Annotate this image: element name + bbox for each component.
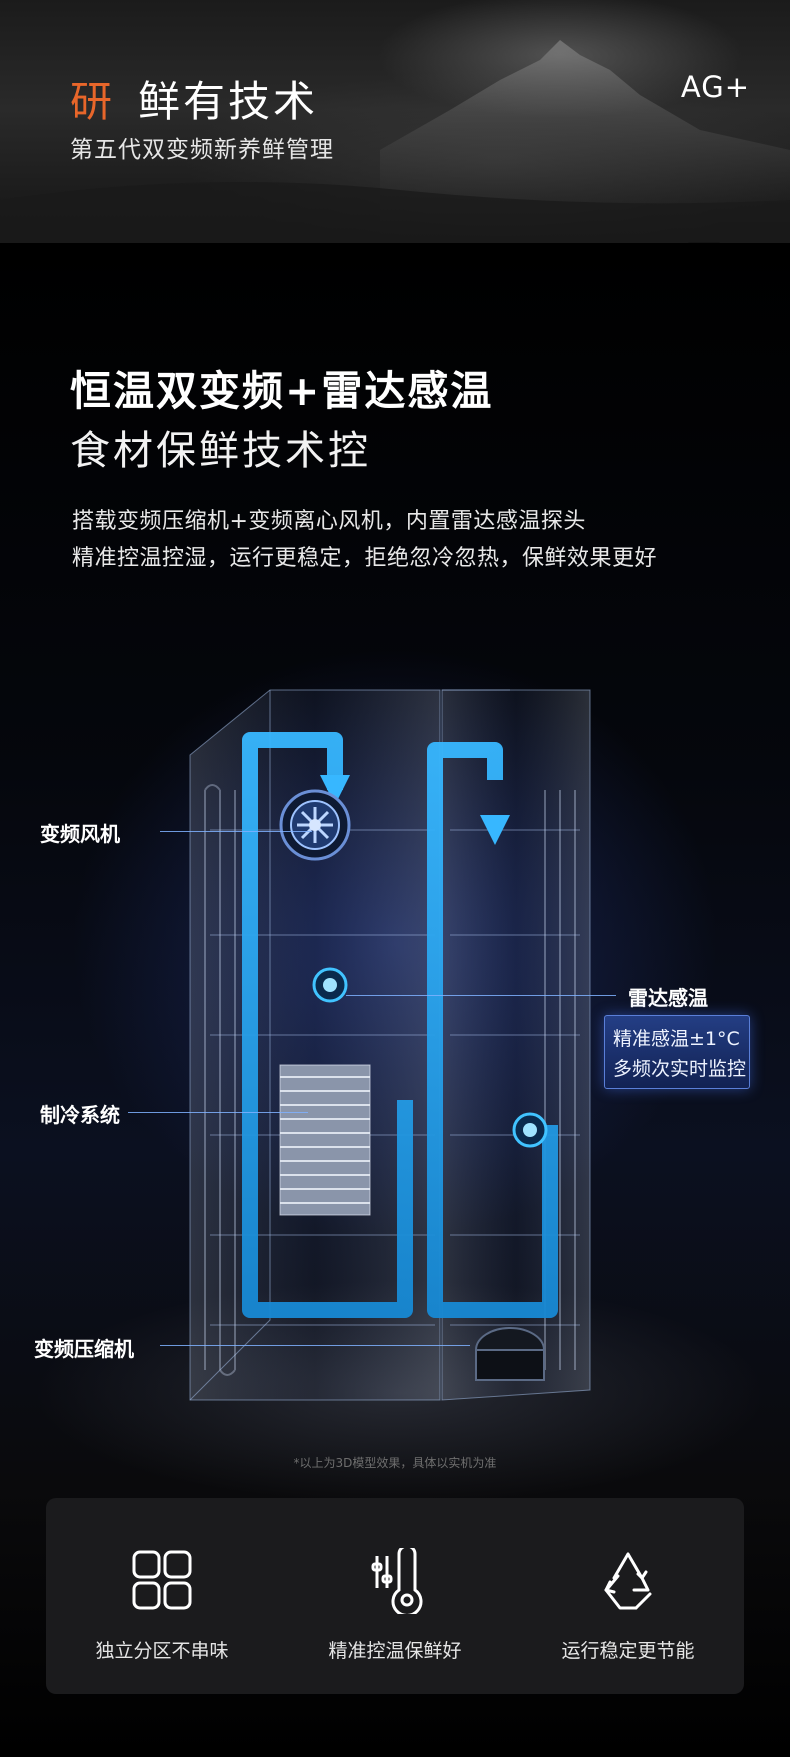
right-cabinet (441, 689, 591, 1401)
evaporator-unit (279, 1064, 371, 1216)
callout-cooling-label: 制冷系统 (40, 1103, 120, 1127)
hero-description-line-2: 精准控温控湿，运行更稳定，拒绝忽冷忽热，保鲜效果更好 (72, 546, 658, 571)
radar-sensor-upper (312, 967, 348, 1003)
thermometer-icon (371, 1548, 423, 1614)
callout-line-fan (160, 831, 312, 832)
airflow-channel-right (427, 742, 558, 1318)
brand-title: 鲜有技术 (138, 77, 319, 126)
callout-radar-label: 雷达感温 (628, 986, 708, 1010)
feature-precise-temp: 精准控温保鲜好 (279, 1498, 511, 1694)
feature-label: 精准控温保鲜好 (328, 1640, 462, 1662)
radar-sensor-lower (512, 1112, 548, 1148)
radar-spec-badge: 精准感温±1°C 多频次实时监控 (604, 1015, 750, 1089)
inverter-compressor (475, 1327, 545, 1381)
callout-compressor-label: 变频压缩机 (34, 1337, 134, 1361)
callout-line-compressor (160, 1345, 470, 1346)
recycle-icon (604, 1552, 652, 1610)
radar-spec-precision: 精准感温±1°C (613, 1028, 740, 1050)
fridge-cutaway-illustration (189, 689, 591, 1401)
radar-spec-monitoring: 多频次实时监控 (613, 1058, 747, 1080)
callout-line-radar (346, 995, 616, 996)
disclaimer-note: *以上为3D模型效果，具体以实机为准 (293, 1456, 497, 1470)
brand-mark: 研 (70, 77, 115, 126)
brand-logo: AG+ (680, 70, 750, 104)
brand-subtitle: 第五代双变频新养鲜管理 (70, 137, 334, 163)
inverter-fan (279, 789, 351, 861)
brand-header: 研 鲜有技术 第五代双变频新养鲜管理 AG+ (0, 0, 790, 243)
feature-label: 独立分区不串味 (95, 1640, 229, 1662)
mountain-backdrop-image (0, 40, 790, 243)
four-grid-icon (132, 1550, 192, 1610)
feature-label: 运行稳定更节能 (561, 1640, 695, 1662)
feature-energy-saving: 运行稳定更节能 (512, 1498, 744, 1694)
airflow-channel-left (242, 732, 413, 1318)
hero-description-line-1: 搭载变频压缩机+变频离心风机，内置雷达感温探头 (72, 509, 586, 534)
callout-fan-label: 变频风机 (40, 822, 120, 846)
callout-line-cooling (128, 1112, 308, 1113)
hero-subtitle: 食材保鲜技术控 (70, 428, 371, 474)
hero-title: 恒温双变频+雷达感温 (70, 367, 494, 415)
feature-independent-zones: 独立分区不串味 (46, 1498, 278, 1694)
features-panel: 独立分区不串味 精准控温保鲜好 (46, 1498, 744, 1694)
